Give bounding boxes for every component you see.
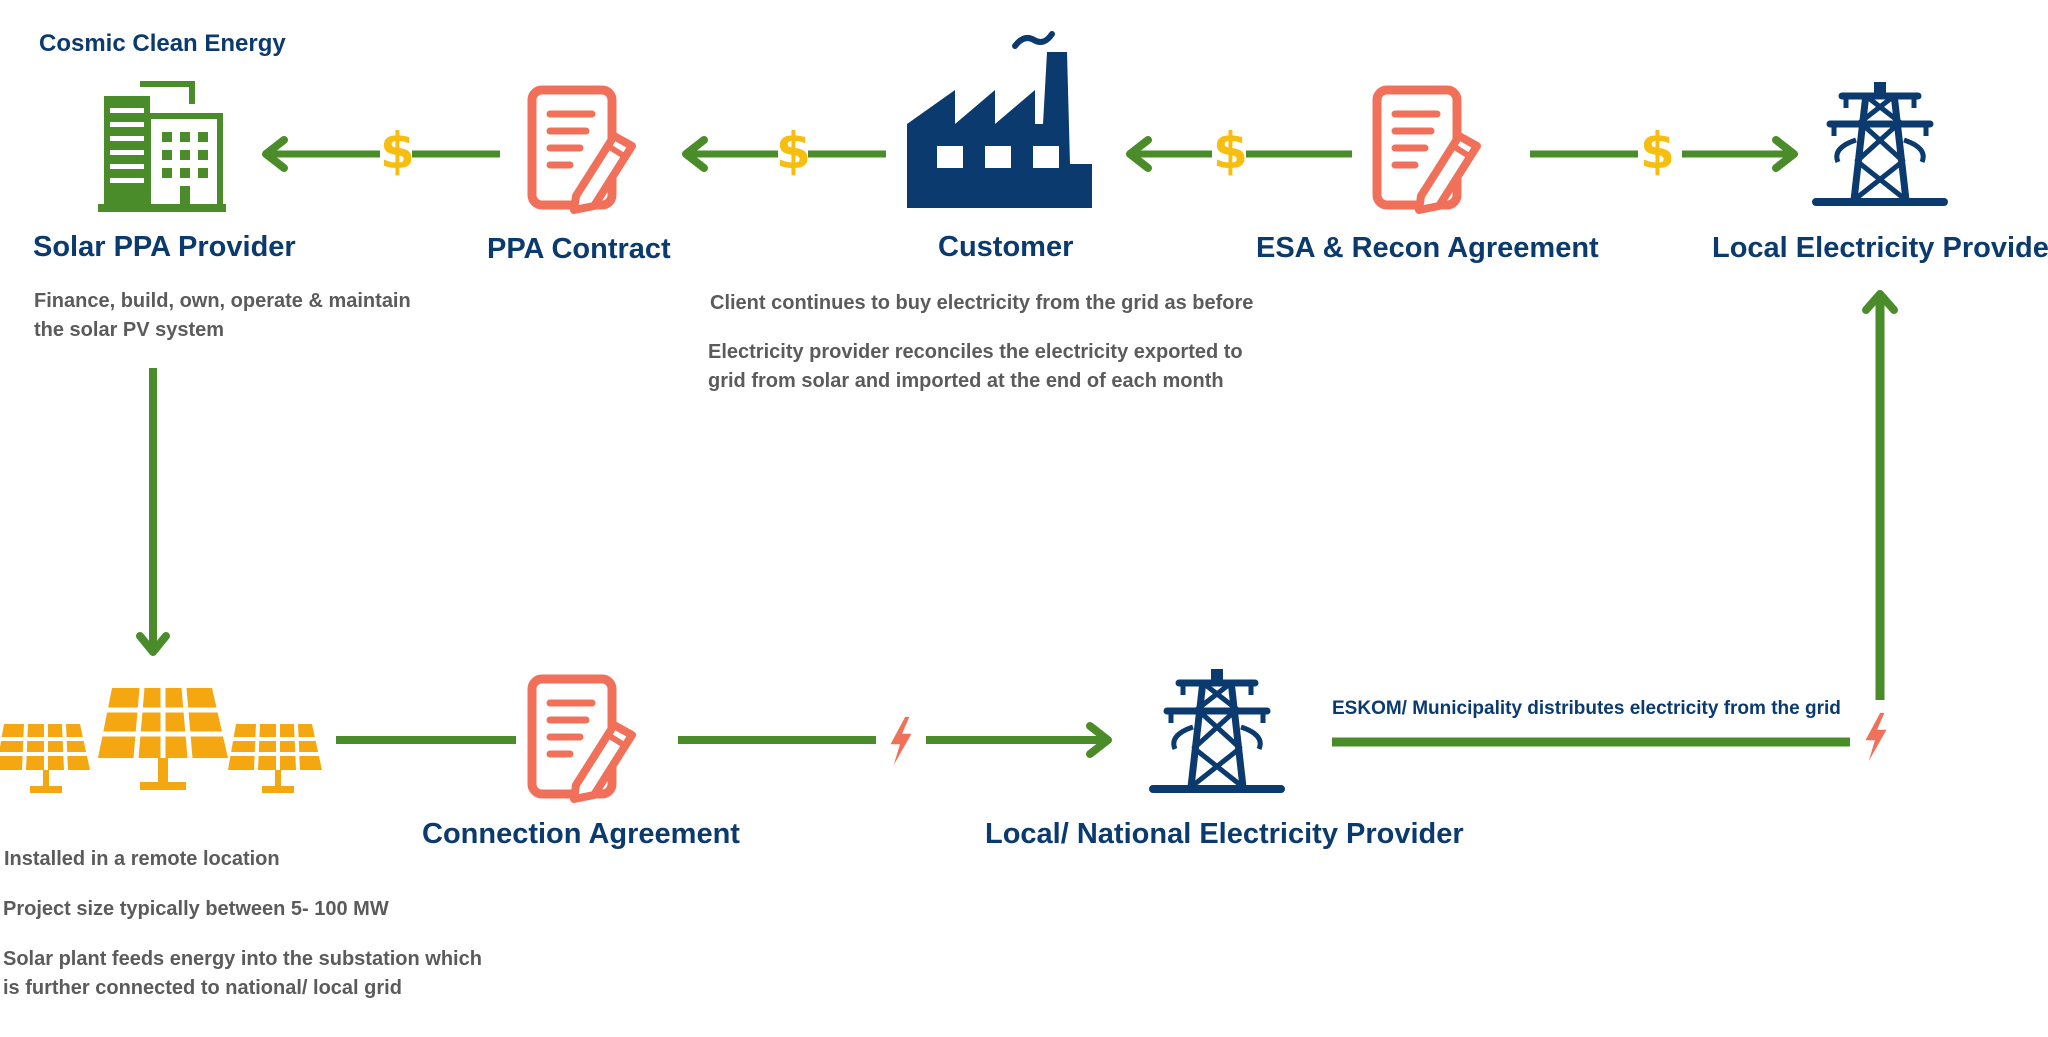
lightning-bolt-icon	[890, 716, 912, 766]
solar-panels-icon	[0, 687, 324, 795]
flow-esa-to-customer	[1126, 136, 1352, 172]
contract-document-icon	[532, 90, 632, 210]
flow-grid-up-to-local-provider	[1862, 290, 1898, 700]
factory-icon	[907, 31, 1092, 208]
flow-customer-to-ppa	[682, 136, 886, 172]
node-label-ppa-contract: PPA Contract	[487, 233, 671, 265]
description-solar-location: Installed in a remote location	[4, 848, 280, 870]
contract-document-icon	[1377, 90, 1477, 210]
dollar-icon: $	[776, 122, 811, 180]
description-customer-reconcile: Electricity provider reconciles the elec…	[708, 341, 1243, 392]
grid-distribution-note: ESKOM/ Municipality distributes electric…	[1332, 698, 1841, 719]
contract-document-icon	[532, 679, 632, 799]
node-label-esa-recon-agreement: ESA & Recon Agreement	[1256, 232, 1599, 264]
dollar-icon: $	[380, 122, 415, 180]
description-customer-grid: Client continues to buy electricity from…	[710, 292, 1254, 314]
node-label-connection-agreement: Connection Agreement	[422, 818, 740, 850]
lightning-bolt-icon	[1865, 712, 1887, 762]
node-label-local-electricity-provider: Local Electricity Provider	[1712, 232, 2048, 264]
flow-connection-to-national	[678, 722, 1112, 758]
node-label-customer: Customer	[938, 231, 1074, 263]
description-solar-ppa-provider: Finance, build, own, operate & maintain …	[34, 290, 411, 341]
node-label-local-national-provider: Local/ National Electricity Provider	[985, 818, 1464, 850]
dollar-icon: $	[1640, 122, 1675, 180]
dollar-icon: $	[1213, 122, 1248, 180]
transmission-tower-icon	[1153, 669, 1281, 789]
description-solar-size: Project size typically between 5- 100 MW	[3, 898, 389, 920]
flow-provider-to-solar-farm	[136, 368, 170, 656]
description-solar-feed: Solar plant feeds energy into the substa…	[3, 948, 482, 999]
flow-ppa-to-provider	[262, 136, 500, 172]
transmission-tower-icon	[1816, 82, 1944, 202]
node-label-solar-ppa-provider: Solar PPA Provider	[33, 231, 296, 263]
flow-esa-to-local-provider	[1530, 136, 1798, 172]
office-building-icon	[98, 81, 226, 212]
brand-name: Cosmic Clean Energy	[39, 30, 286, 57]
